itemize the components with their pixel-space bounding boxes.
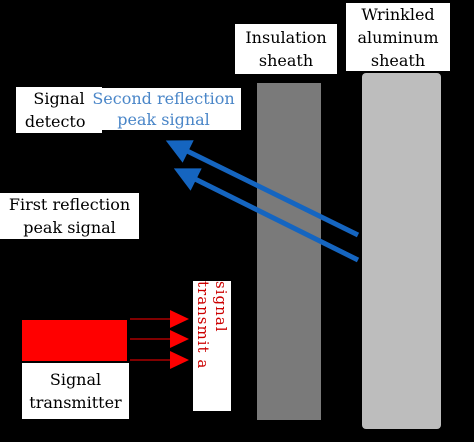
label-line: peak signal: [23, 218, 116, 237]
transmit-arrow-head-icon: [170, 330, 189, 348]
insulation-sheath-label: Insulation sheath: [235, 24, 337, 74]
label-line: Signal: [49, 370, 102, 389]
aluminum-sheath-bar: [362, 73, 441, 429]
reflection-arrows: [165, 140, 360, 263]
reflection-arrow-upper-icon: [165, 140, 360, 238]
label-line: detector: [24, 112, 94, 131]
label-line: First reflection: [8, 195, 131, 214]
label-line: transmitter: [29, 393, 122, 412]
label-line: sheath: [370, 50, 426, 70]
label-line: sheath: [258, 51, 314, 70]
transmit-arrow-head-icon: [170, 310, 189, 328]
transmit-arrows: [130, 310, 189, 369]
insulation-sheath-bar: [257, 83, 321, 420]
label-line: aluminum: [357, 27, 439, 47]
signal-transmitter-block: [22, 320, 127, 361]
label-line: signal: [212, 281, 230, 333]
second-reflection-label: Second reflection peak signal: [86, 88, 241, 130]
reflection-arrow-lower-icon: [173, 168, 360, 263]
aluminum-sheath-label: Wrinkled aluminum sheath: [346, 3, 450, 71]
transmit-arrow-head-icon: [170, 351, 189, 369]
label-line: peak signal: [117, 110, 210, 129]
label-line: Wrinkled: [361, 4, 435, 24]
label-line: Insulation: [245, 28, 327, 47]
transmit-signal-label: transmit a signal: [193, 281, 231, 411]
label-line: Second reflection: [92, 89, 235, 108]
signal-transmitter-label: Signal transmitter: [22, 363, 129, 419]
first-reflection-label: First reflection peak signal: [0, 193, 139, 239]
label-line: transmit a: [194, 281, 212, 370]
label-line: Signal: [33, 89, 85, 108]
